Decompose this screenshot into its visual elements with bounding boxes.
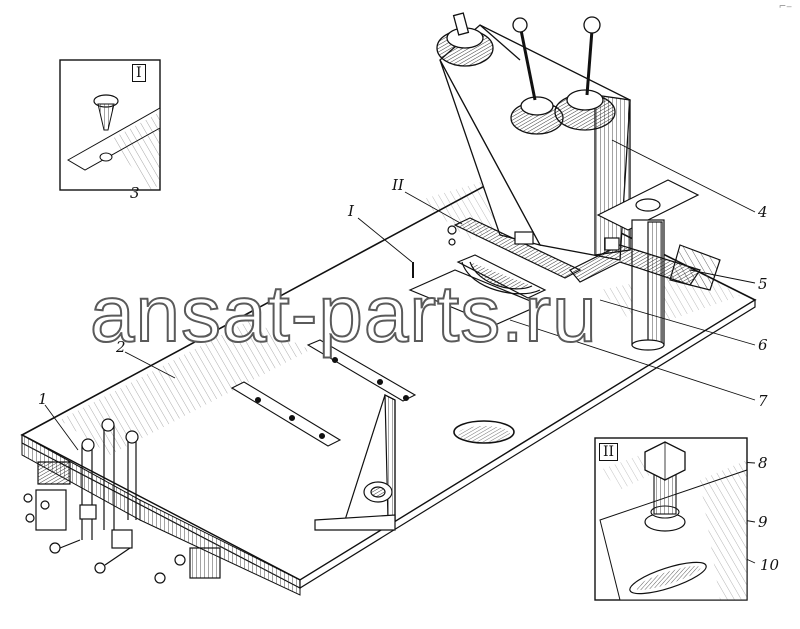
callout-3: 3 bbox=[130, 184, 140, 202]
callout-8: 8 bbox=[758, 454, 768, 472]
inset-detail-II bbox=[594, 437, 748, 601]
callout-10: 10 bbox=[760, 556, 780, 574]
fitting-assembly bbox=[23, 418, 221, 584]
callout-view-I: I bbox=[348, 202, 354, 220]
inset-detail-I bbox=[59, 59, 161, 191]
inset-title-II: II bbox=[599, 443, 619, 461]
strip-bars bbox=[230, 339, 417, 447]
callout-2: 2 bbox=[116, 338, 126, 356]
callout-1: 1 bbox=[38, 390, 48, 408]
callout-5: 5 bbox=[758, 275, 768, 293]
bracket bbox=[314, 394, 396, 531]
corner-mark: ⌐‒ bbox=[778, 2, 792, 12]
callout-6: 6 bbox=[758, 336, 768, 354]
inset-title-I: I bbox=[132, 64, 146, 82]
watermark: ansat-parts.ru bbox=[89, 268, 598, 359]
callout-7: 7 bbox=[758, 392, 768, 410]
column-mount bbox=[408, 179, 721, 351]
control-console bbox=[436, 12, 631, 261]
callout-4: 4 bbox=[758, 203, 768, 221]
callout-9: 9 bbox=[758, 513, 768, 531]
callout-view-II: II bbox=[392, 176, 404, 194]
